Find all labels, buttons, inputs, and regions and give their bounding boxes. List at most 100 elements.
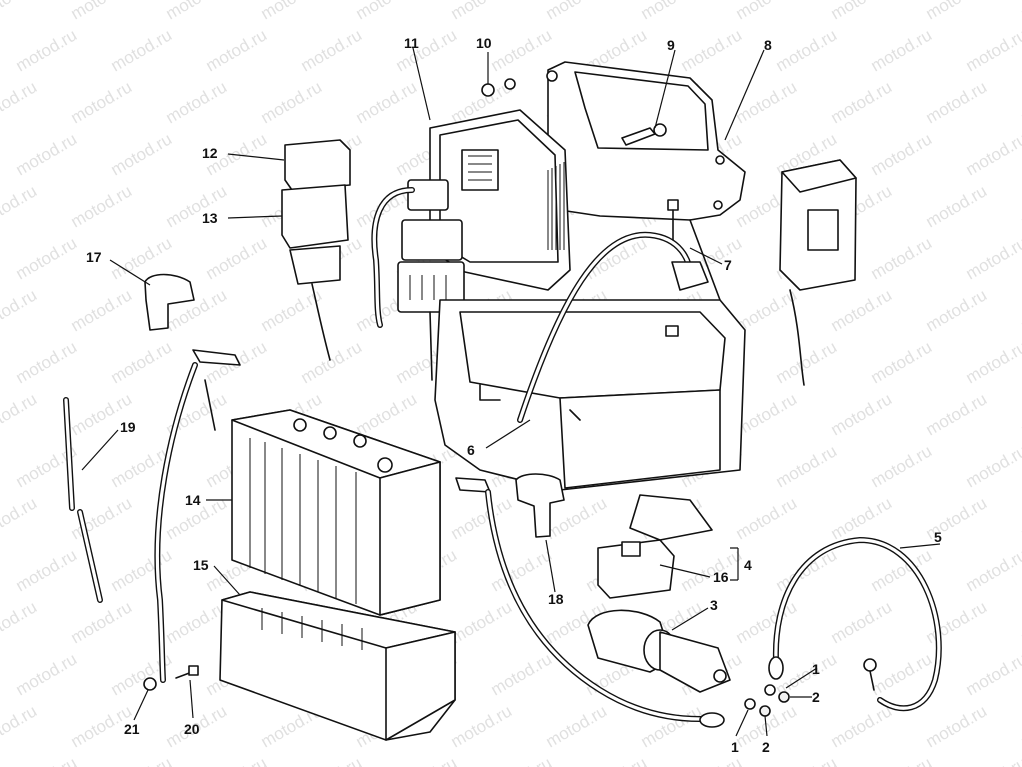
watermark-text: motod.ru [923, 701, 991, 751]
callout-20: 20 [184, 721, 200, 737]
watermark-text: motod.ru [963, 441, 1022, 491]
watermark-text: motod.ru [1018, 493, 1022, 543]
watermark-text: motod.ru [1018, 0, 1022, 23]
watermark-text: motod.ru [0, 181, 40, 231]
watermark-text: motod.ru [1018, 389, 1022, 439]
watermark-text: motod.ru [203, 753, 271, 767]
watermark-text: motod.ru [258, 285, 326, 335]
watermark-text: motod.ru [963, 649, 1022, 699]
watermark-text: motod.ru [108, 337, 176, 387]
terminal-cap-17 [144, 273, 195, 331]
watermark-text: motod.ru [963, 337, 1022, 387]
callout-4: 4 [744, 557, 752, 573]
battery-box [219, 591, 456, 741]
watermark-text: motod.ru [868, 753, 936, 767]
watermark-text: motod.ru [868, 25, 936, 75]
watermark-text: motod.ru [923, 389, 991, 439]
watermark-text: motod.ru [773, 753, 841, 767]
watermark-text: motod.ru [298, 753, 366, 767]
watermark-text: motod.ru [108, 753, 176, 767]
watermark-text: motod.ru [1018, 597, 1022, 647]
watermark-text: motod.ru [68, 77, 136, 127]
watermark-text: motod.ru [678, 25, 746, 75]
watermark-text: motod.ru [488, 649, 556, 699]
watermark-text: motod.ru [0, 701, 40, 751]
watermark-text: motod.ru [543, 0, 611, 23]
watermark-text: motod.ru [828, 285, 896, 335]
watermark-text: motod.ru [923, 0, 991, 23]
watermark-text: motod.ru [638, 0, 706, 23]
watermark-text: motod.ru [0, 77, 40, 127]
callout-7: 7 [724, 257, 732, 273]
battery [231, 409, 441, 616]
watermark-text: motod.ru [108, 129, 176, 179]
watermark-text: motod.ru [68, 285, 136, 335]
vent-tube [63, 397, 103, 603]
watermark-text: motod.ru [68, 493, 136, 543]
watermark-text: motod.ru [868, 649, 936, 699]
watermark-text: motod.ru [298, 25, 366, 75]
callout-17: 17 [86, 249, 102, 265]
watermark-text: motod.ru [963, 129, 1022, 179]
watermark-text: motod.ru [773, 25, 841, 75]
callout-1-lower: 1 [731, 739, 739, 755]
watermark-text: motod.ru [0, 389, 40, 439]
watermark-text: motod.ru [203, 233, 271, 283]
callout-18: 18 [548, 591, 564, 607]
watermark-text: motod.ru [583, 753, 651, 767]
watermark-text: motod.ru [868, 337, 936, 387]
watermark-text: motod.ru [108, 545, 176, 595]
watermark-text: motod.ru [923, 181, 991, 231]
callout-10: 10 [476, 35, 492, 51]
callout-2-upper: 2 [812, 689, 820, 705]
watermark-text: motod.ru [773, 441, 841, 491]
callout-16: 16 [713, 569, 729, 585]
watermark-text: motod.ru [163, 0, 231, 23]
watermark-text: motod.ru [488, 753, 556, 767]
watermark-text: motod.ru [678, 545, 746, 595]
callout-5: 5 [934, 529, 942, 545]
watermark-text: motod.ru [733, 597, 801, 647]
watermark-text: motod.ru [773, 337, 841, 387]
callout-labels: 1 2 1 2 3 4 5 6 7 8 9 10 11 12 13 14 15 … [86, 35, 942, 755]
watermark-text: motod.ru [923, 493, 991, 543]
control-unit [429, 78, 571, 291]
watermark-text: motod.ru [828, 493, 896, 543]
watermark-text: motod.ru [353, 77, 421, 127]
callout-8: 8 [764, 37, 772, 53]
watermark-text: motod.ru [1018, 701, 1022, 751]
callout-13: 13 [202, 210, 218, 226]
watermark-text: motod.ru [828, 77, 896, 127]
side-connector-module [779, 159, 857, 386]
watermark-text: motod.ru [13, 233, 81, 283]
watermark-text: motod.ru [108, 25, 176, 75]
watermark-text: motod.ru [963, 25, 1022, 75]
starter-relay [587, 609, 731, 693]
callout-9: 9 [667, 37, 675, 53]
watermark-text: motod.ru [68, 597, 136, 647]
watermark-text: motod.ru [13, 649, 81, 699]
watermark-text: motod.ru [13, 337, 81, 387]
leader-lines [81, 47, 941, 737]
watermark-text: motod.ru [963, 233, 1022, 283]
watermark-text: motod.ru [488, 25, 556, 75]
watermark-text: motod.ru [1018, 285, 1022, 335]
watermark-text: motod.ru [13, 753, 81, 767]
watermark-text: motod.ru [0, 0, 40, 23]
support-frame [539, 61, 746, 301]
relay-bracket [597, 494, 713, 599]
watermark-text: motod.ru [203, 25, 271, 75]
callout-21: 21 [124, 721, 140, 737]
watermark-text: motod.ru [963, 753, 1022, 767]
watermark-text: motod.ru [1018, 181, 1022, 231]
callout-12: 12 [202, 145, 218, 161]
callout-2-lower: 2 [762, 739, 770, 755]
callout-3: 3 [710, 597, 718, 613]
watermark-text: motod.ru [393, 753, 461, 767]
watermark-text: motod.ru [13, 545, 81, 595]
callout-19: 19 [120, 419, 136, 435]
callout-14: 14 [185, 492, 201, 508]
bolt-7 [665, 199, 679, 337]
